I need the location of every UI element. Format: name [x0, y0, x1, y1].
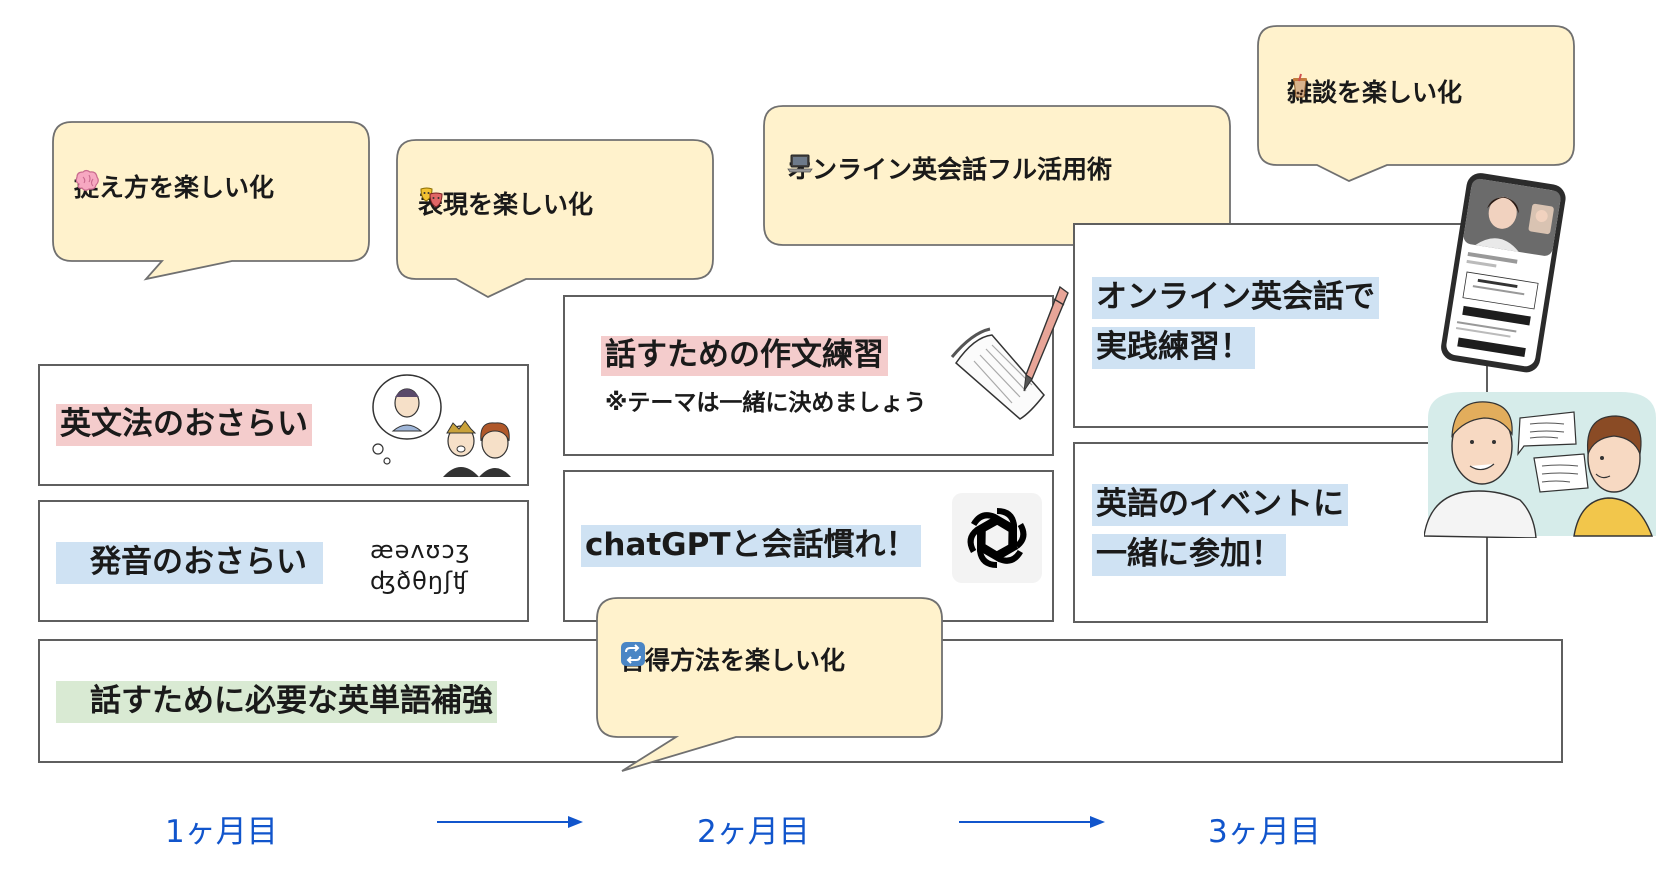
bubble-shape	[52, 121, 370, 281]
box-online-english-practice: オンライン英会話で 実践練習！	[1073, 223, 1488, 428]
event-label-line-1: 英語のイベントに	[1092, 484, 1348, 526]
bubble-text: 雑談を楽しい化	[1287, 78, 1463, 107]
repeat-icon	[621, 642, 645, 666]
timeline-arrow-2	[959, 816, 1105, 828]
ipa-line-1: æəʌʊɔʒ	[370, 536, 471, 564]
laptop-icon	[787, 154, 813, 173]
event-label-line-2: 一緒に参加！	[1092, 534, 1286, 576]
ipa-symbols: æəʌʊɔʒ ʤðθŋʃʧ	[370, 535, 470, 597]
bubble-label-row: 表現を楽しい化	[418, 185, 593, 221]
brain-icon	[75, 169, 99, 191]
chatgpt-label: chatGPTと会話慣れ！	[581, 525, 921, 567]
vocab-label: 話すために必要な英単語補強	[56, 681, 497, 723]
timeline-month-1: 1ヶ月目	[165, 814, 278, 850]
bubble-expression: 表現を楽しい化	[396, 139, 714, 299]
bubble-label-row: オンライン英会話フル活用術	[787, 150, 1112, 186]
timeline-arrow-1	[437, 816, 583, 828]
timeline-month-3: 3ヶ月目	[1208, 814, 1321, 850]
box-pronunciation-review: 発音のおさらい æəʌʊɔʒ ʤðθŋʃʧ	[38, 500, 529, 622]
box-writing-practice: 話すための作文練習 ※テーマは一緒に決めましょう	[563, 285, 1069, 456]
bubble-text: オンライン英会話フル活用術	[787, 155, 1113, 184]
bubble-shape	[596, 597, 943, 772]
bubble-grammar-perspective: 捉え方を楽しい化	[52, 121, 370, 281]
online-label-line-2: 実践練習！	[1092, 327, 1255, 369]
timeline-month-2: 2ヶ月目	[697, 814, 810, 850]
writing-note: ※テーマは一緒に決めましょう	[605, 390, 927, 416]
bubble-label-row: 雑談を楽しい化	[1287, 73, 1462, 109]
grammar-label: 英文法のおさらい	[56, 404, 312, 446]
box-chatgpt-conversation: chatGPTと会話慣れ！	[563, 470, 1054, 622]
bubble-text: 捉え方を楽しい化	[74, 173, 275, 202]
box-grammar-review: 英文法のおさらい	[38, 364, 529, 486]
writing-label: 話すための作文練習	[601, 336, 888, 376]
bubble-shape	[396, 139, 714, 299]
bubble-small-talk: 雑談を楽しい化	[1257, 25, 1575, 185]
bubble-label-row: 習得方法を楽しい化	[620, 641, 845, 677]
openai-knot-icon	[967, 508, 1027, 568]
openai-logo	[952, 493, 1042, 583]
bubble-label-row: 捉え方を楽しい化	[74, 168, 274, 204]
people-thinking-illustration	[372, 374, 511, 477]
two-men-talking-illustration	[1424, 392, 1656, 538]
pronunciation-label: 発音のおさらい	[56, 542, 323, 584]
notebook-pen-illustration	[950, 285, 1069, 420]
bubble-tea-icon	[1293, 73, 1307, 98]
bubble-text: 習得方法を楽しい化	[620, 646, 846, 675]
theater-masks-icon	[420, 187, 443, 208]
bubble-learning-method: 習得方法を楽しい化	[596, 597, 944, 772]
online-label-line-1: オンライン英会話で	[1092, 277, 1379, 319]
bubble-shape	[1257, 25, 1575, 182]
bubble-text: 表現を楽しい化	[418, 190, 594, 219]
smartphone-video-call	[1441, 173, 1566, 373]
ipa-line-2: ʤðθŋʃʧ	[370, 567, 469, 595]
